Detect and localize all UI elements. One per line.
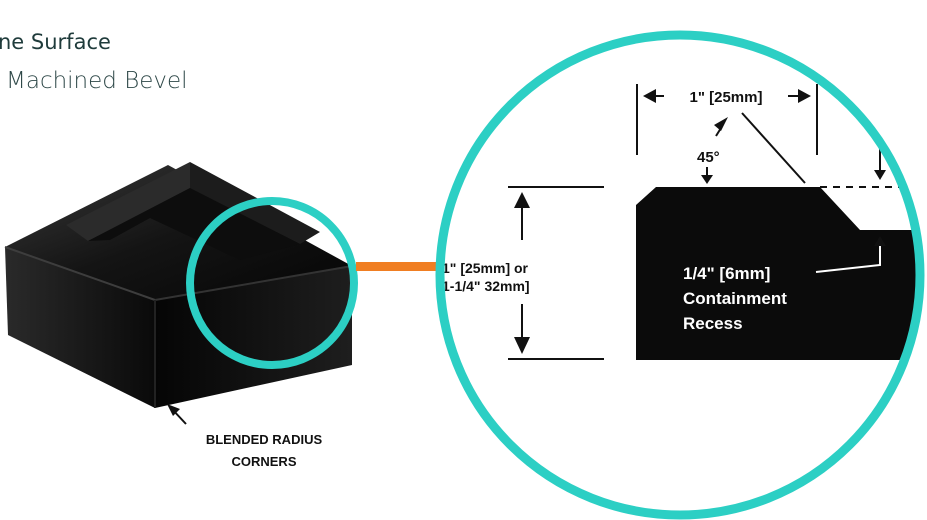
angle-down-arrow — [701, 175, 713, 184]
angle-arrow-shaft — [715, 127, 722, 137]
width-arrow-right — [798, 89, 811, 103]
height-label-line2: 1-1/4" 32mm] — [442, 278, 530, 294]
isometric-block — [4, 162, 353, 408]
detail-circle-small — [186, 197, 358, 369]
recess-label-line2: Containment — [683, 289, 787, 308]
recess-top-arrow — [874, 170, 886, 180]
recess-bottom-arrow — [874, 236, 886, 246]
height-arrow-top — [514, 192, 530, 208]
recess-label-line3: Recess — [683, 314, 743, 333]
block-right-face — [155, 266, 352, 408]
width-dimension-label: 1" [25mm] — [690, 89, 763, 106]
section-profile — [636, 187, 920, 360]
height-label-line1: 1" [25mm] or — [442, 260, 529, 276]
angle-label: 45° — [697, 149, 720, 166]
block-top-face — [5, 165, 352, 300]
connector-bar — [356, 262, 436, 271]
detail-view — [508, 84, 920, 360]
header-title-line1: ne Surface — [0, 30, 111, 54]
blended-arrow-head — [167, 404, 180, 416]
recess-leader — [815, 246, 881, 273]
header-title-line2: Machined Bevel — [6, 68, 188, 94]
height-arrow-bottom — [514, 337, 530, 354]
angle-arrow-head — [714, 117, 728, 131]
blended-radius-callout — [167, 404, 187, 425]
block-recess-floor — [88, 188, 300, 260]
bevel-guide-line — [741, 112, 806, 184]
width-arrow-left — [643, 89, 656, 103]
block-edge-left — [4, 246, 156, 301]
recess-label-line1: 1/4" [6mm] — [683, 264, 770, 283]
detail-circle-large — [435, 30, 925, 520]
blended-label-line1: BLENDED RADIUS — [206, 432, 323, 447]
block-back-wall — [66, 162, 190, 241]
blended-label-line2: CORNERS — [231, 454, 296, 469]
